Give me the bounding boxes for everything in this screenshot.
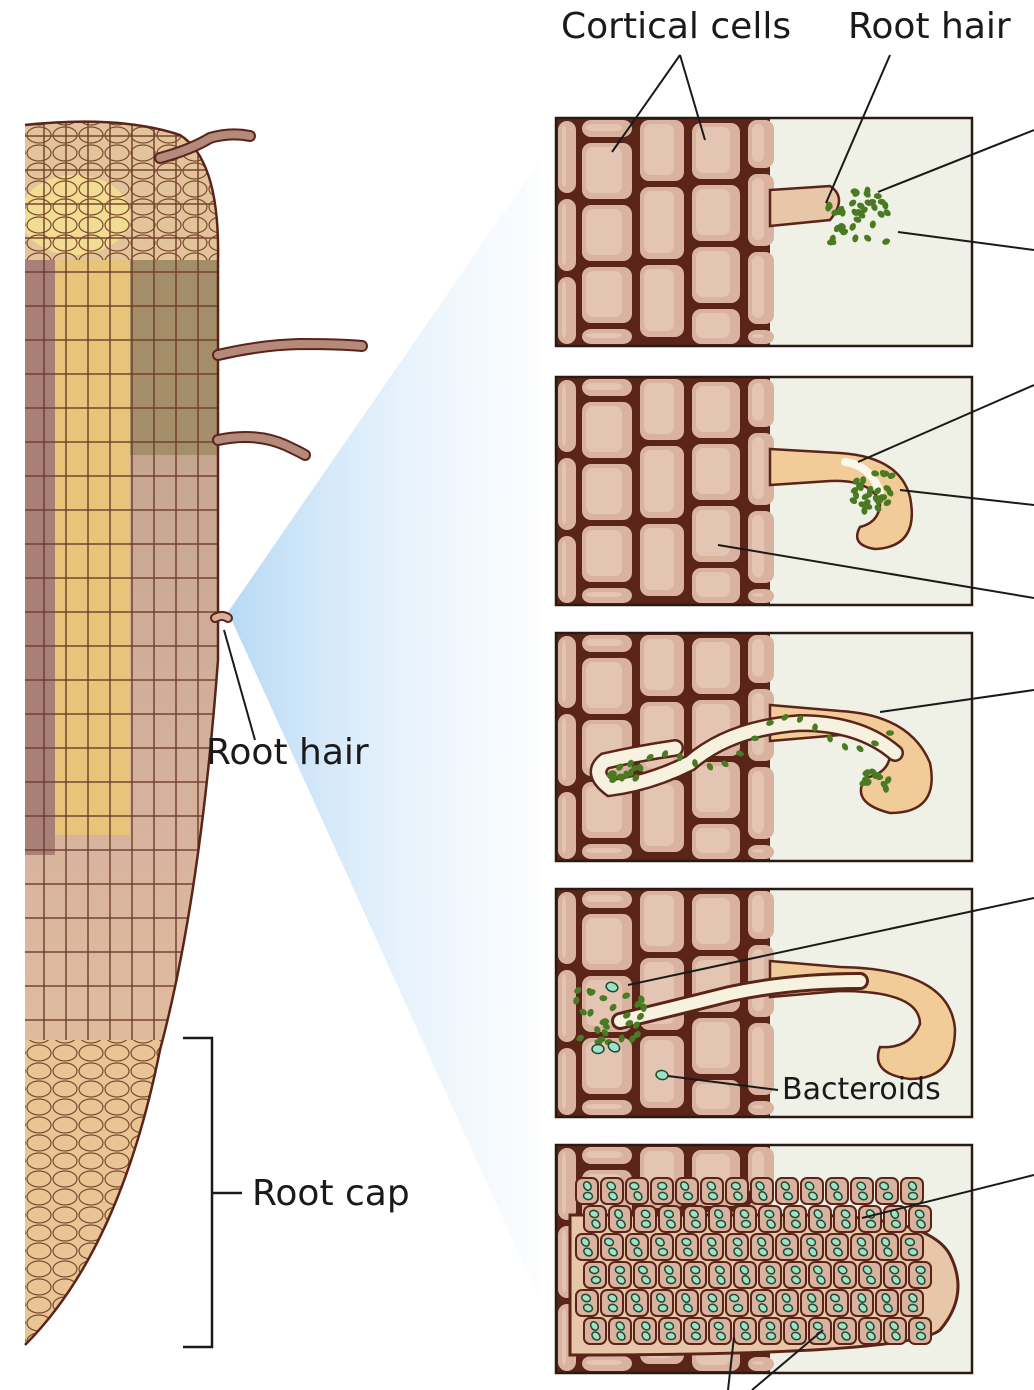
magnification-beam <box>228 160 540 1300</box>
bacteroids-label: Bacteroids <box>782 1072 941 1107</box>
root-hair-label-left: Root hair <box>206 732 369 773</box>
root-hair-label-top: Root hair <box>848 6 1011 47</box>
root-cap-bracket <box>183 1038 242 1347</box>
stage-panel-3 <box>556 633 972 861</box>
stage-panel-5 <box>556 1145 972 1373</box>
stage-panel-1 <box>556 118 972 346</box>
root-cap-label: Root cap <box>252 1173 410 1214</box>
cortical-cells-label: Cortical cells <box>561 6 791 47</box>
